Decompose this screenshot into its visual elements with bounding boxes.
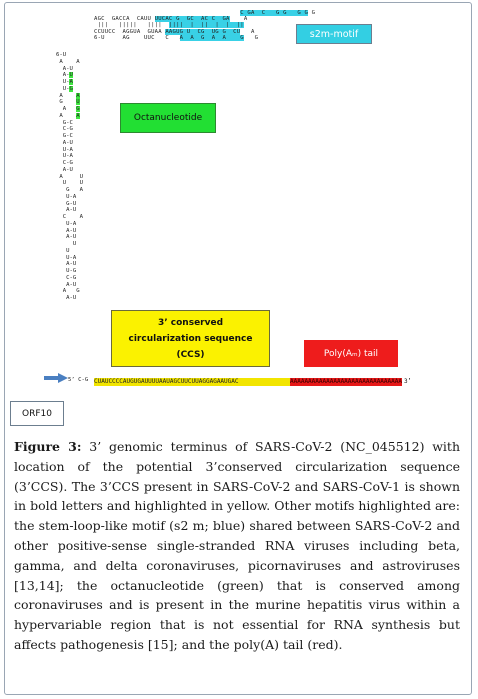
- stem-loop-sequence: 6-U A A A-U A-U U-A U-G A A G U A G A A …: [56, 52, 83, 301]
- three-prime-end: 3’: [404, 378, 412, 385]
- ccs-label-line-2: circularization sequence: [128, 333, 253, 344]
- five-prime-end: 5’ C-G: [68, 377, 89, 383]
- caption-text: 3’ genomic terminus of SARS-CoV-2 (NC_04…: [14, 439, 460, 652]
- poly-a-sequence: AAAAAAAAAAAAAAAAAAAAAAAAAAAAAAAAAAAAAA: [290, 378, 402, 386]
- figure-frame: [4, 2, 472, 695]
- s2m-sequence-block: C GA C G G G G G AGC GACCA CAUU UUCAC G …: [94, 10, 316, 41]
- start-arrow-icon: [44, 373, 68, 383]
- poly-a-tail-label: Poly(Aₘ) tail: [304, 340, 398, 367]
- figure-caption: Figure 3: 3’ genomic terminus of SARS-Co…: [14, 437, 460, 655]
- ccs-sequence: CUAUCCCCAUGUGAUUUUAAUAGCUUCUUAGGAGAAUGAC: [94, 378, 290, 386]
- s2m-motif-label: s2m-motif: [296, 24, 372, 44]
- ccs-label: 3’ conserved circularization sequence (C…: [111, 310, 270, 367]
- orf10-label: ORF10: [10, 401, 64, 426]
- caption-label: Figure 3:: [14, 439, 82, 454]
- ccs-label-line-1: 3’ conserved: [157, 317, 224, 328]
- ccs-label-line-3: (CCS): [176, 349, 205, 360]
- octanucleotide-label: Octanucleotide: [120, 103, 216, 133]
